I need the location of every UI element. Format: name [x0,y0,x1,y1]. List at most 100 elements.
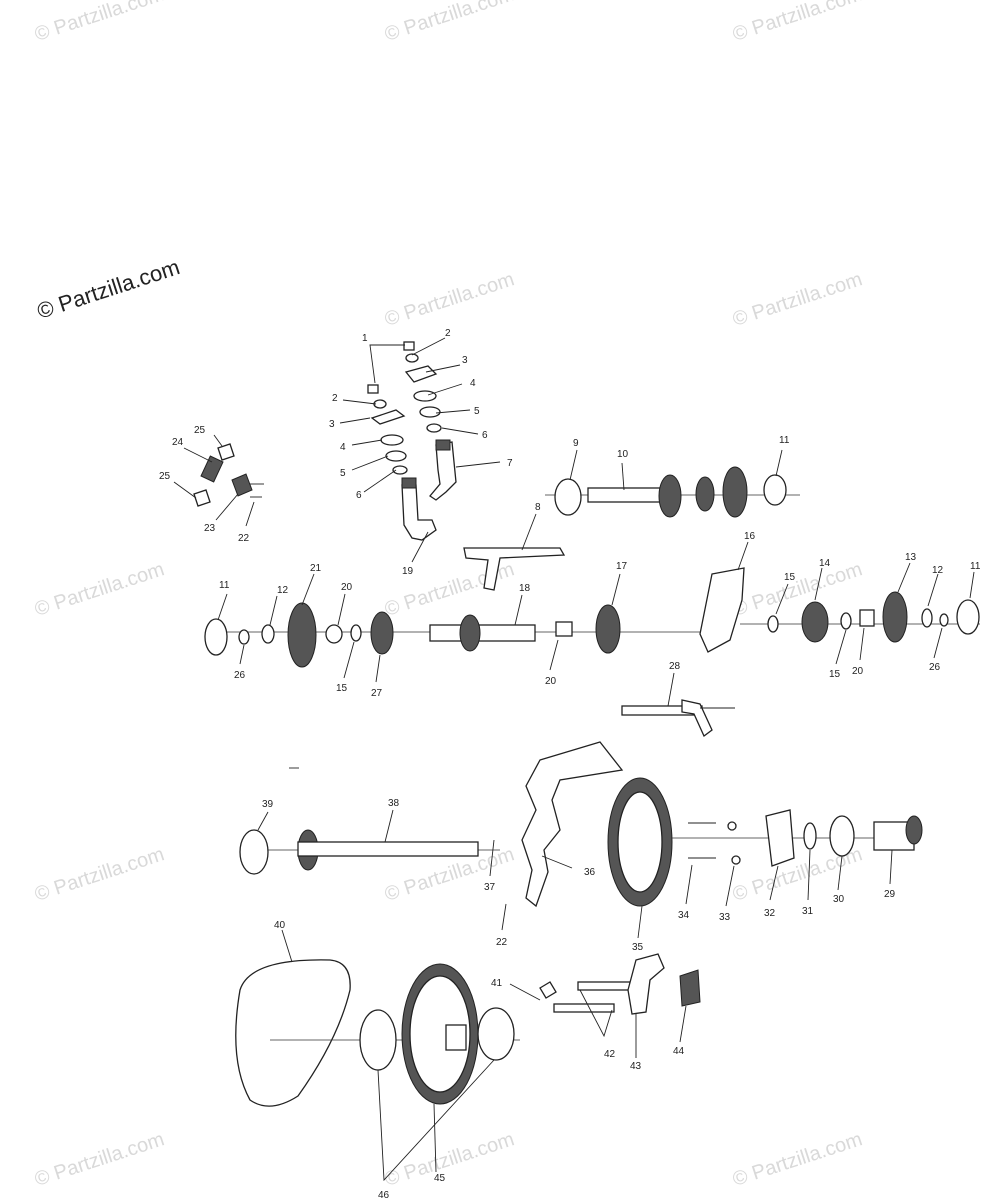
callout-32: 32 [764,908,776,919]
callout-14: 14 [819,558,831,569]
bushing-part [859,609,875,627]
spring-part [200,455,224,483]
oring-part [413,390,437,402]
callout-12: 12 [277,585,289,596]
driven-gear-web-part [409,975,471,1093]
nut-part [403,341,415,351]
ring-part [238,629,250,645]
callout-6: 6 [356,490,362,501]
countershaft-assembly [545,466,800,518]
callout-19: 19 [402,566,414,577]
plate-part [765,809,795,867]
callout-11: 11 [779,435,790,446]
chain-part [699,567,745,653]
callout-39: 39 [262,799,274,810]
shaft-end-part [401,477,417,489]
washer-part [261,624,275,644]
washer-part [731,855,741,865]
callout-35: 35 [632,942,644,953]
bushing-part [325,624,343,644]
lever-assembly [539,953,701,1015]
shift-shaft-assembly [367,341,457,541]
callout-15: 15 [829,669,841,680]
mainshaft-assembly [204,602,700,668]
callout-2: 2 [445,328,451,339]
shift-fork-part [463,547,566,591]
callout-9: 9 [573,438,579,449]
callout-37: 37 [484,882,496,893]
callout-10: 10 [617,449,629,460]
callout-30: 30 [833,894,845,905]
snap-ring-part [803,822,817,850]
callout-45: 45 [434,1173,446,1184]
bracket-part [231,473,253,497]
shift-fork-rail-assembly [621,699,735,738]
ratchet-part [679,969,701,1007]
callout-33: 33 [719,912,731,923]
callout-13: 13 [905,552,917,563]
gear-part [287,602,317,668]
callout-4: 4 [340,442,346,453]
callout-46: 46 [378,1190,390,1200]
callout-20: 20 [852,666,864,677]
callout-31: 31 [802,906,814,917]
shaft-part [297,841,479,857]
bearing-part [554,478,582,516]
nut-part [367,384,379,394]
callout-15: 15 [336,683,348,694]
callout-16: 16 [744,531,756,542]
shaft-part [587,487,664,503]
bearing-part [359,1009,397,1071]
callout-20: 20 [341,582,353,593]
clip-part [840,612,852,630]
callout-7: 7 [507,458,513,469]
gear-part [595,604,621,654]
bearing-part [829,815,855,857]
shift-fork-assembly [463,547,566,591]
pin-part [577,981,631,991]
output-shaft-assembly [239,829,500,875]
clip-part [767,615,779,633]
washer-part [426,423,442,433]
callout-15: 15 [784,572,796,583]
callout-40: 40 [274,920,286,931]
callout-22: 22 [496,937,508,948]
callout-6: 6 [482,430,488,441]
bearing-part [204,618,228,656]
callout-12: 12 [932,565,944,576]
callout-11: 11 [219,580,230,591]
pin-part [553,1003,615,1013]
bracket-assembly [521,741,624,908]
callout-41: 41 [491,978,503,989]
callout-17: 17 [616,561,628,572]
chain-sprocket-assembly [699,567,980,653]
shift-shaft-part [429,441,457,501]
callout-42: 42 [604,1049,616,1060]
gear-part [658,474,682,518]
bearing-part [763,474,787,506]
gear-part [370,611,394,655]
callout-38: 38 [388,798,400,809]
washer-part [921,608,933,628]
oring-part [380,434,404,446]
sprocket-part [801,601,829,643]
bearing-part [477,1007,515,1061]
callout-34: 34 [678,910,690,921]
callout-3: 3 [329,419,335,430]
callout-27: 27 [371,688,383,699]
callout-26: 26 [234,670,246,681]
belt-part [235,959,351,1107]
bearing-part [956,599,980,635]
callout-44: 44 [673,1046,685,1057]
callout-20: 20 [545,676,557,687]
callout-2: 2 [332,393,338,404]
callout-36: 36 [584,867,596,878]
callout-5: 5 [474,406,480,417]
callout-4: 4 [470,378,476,389]
shift-shaft-part [401,484,437,541]
hub-spline-part [905,815,923,845]
detent-assembly [193,443,264,507]
ring-gear-assembly [607,777,923,907]
